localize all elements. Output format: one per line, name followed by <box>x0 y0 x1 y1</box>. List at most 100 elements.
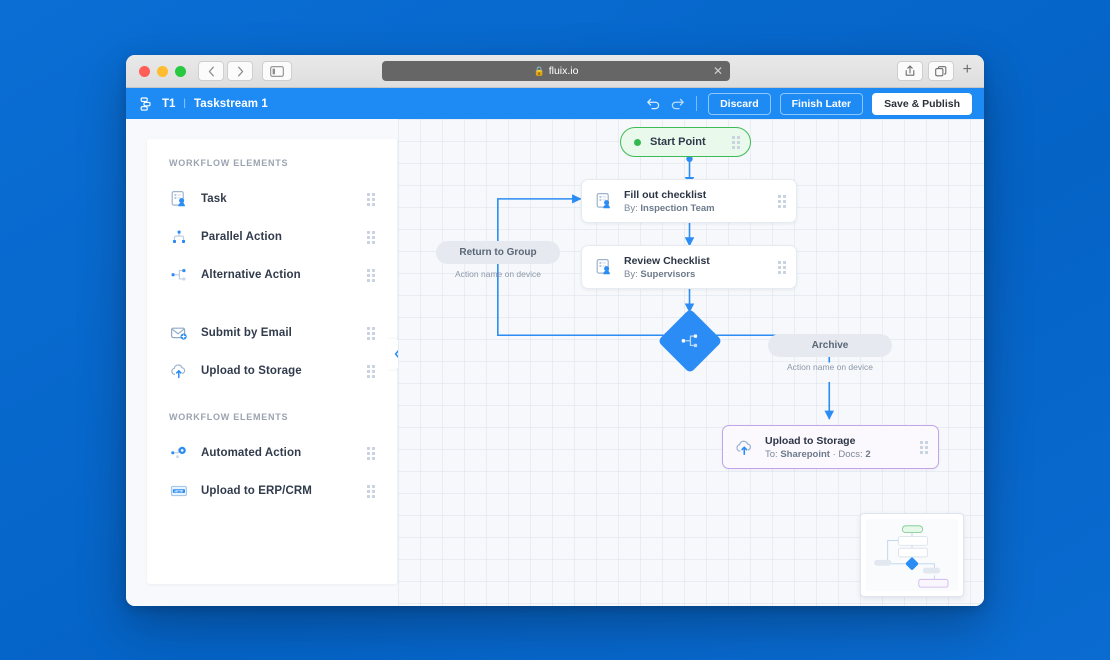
drag-handle-icon[interactable] <box>367 326 375 340</box>
upload-to-value: Sharepoint <box>780 448 830 460</box>
subtitle-separator: · <box>832 448 836 460</box>
back-button[interactable] <box>198 61 224 81</box>
palette-item-parallel-action[interactable]: Parallel Action <box>147 218 397 256</box>
undo-button[interactable] <box>646 97 661 110</box>
breadcrumb: T1 | Taskstream 1 <box>140 96 268 111</box>
node-title: Review Checklist <box>624 254 710 267</box>
minimap-canvas <box>866 519 958 591</box>
drag-handle-icon[interactable] <box>367 230 375 244</box>
node-subtitle-prefix: By: <box>624 202 638 214</box>
url-text: fluix.io <box>548 65 579 77</box>
drag-handle-icon[interactable] <box>367 364 375 378</box>
upload-docs-value: 2 <box>865 448 871 460</box>
forward-button[interactable] <box>227 61 253 81</box>
breadcrumb-id[interactable]: T1 <box>162 97 176 110</box>
branch-caption: Action name on device <box>455 269 541 279</box>
undo-icon <box>647 98 660 110</box>
drag-handle-icon[interactable] <box>367 446 375 460</box>
share-button[interactable] <box>896 61 923 81</box>
alternative-action-icon <box>680 331 700 351</box>
palette-item-alternative-action[interactable]: Alternative Action <box>147 256 397 294</box>
node-alternative-decision[interactable] <box>657 308 723 374</box>
share-icon <box>905 65 915 76</box>
close-window-button[interactable] <box>139 65 150 77</box>
toolbar-divider <box>696 96 698 111</box>
drag-handle-icon[interactable] <box>920 440 928 454</box>
sidebar-toggle-icon <box>270 65 284 77</box>
palette-item-label: Task <box>201 193 227 205</box>
sidebar-toggle-button[interactable] <box>262 61 292 81</box>
cloud-upload-icon <box>735 438 754 457</box>
node-subtitle-prefix: By: <box>624 268 638 280</box>
parallel-action-icon <box>169 228 188 247</box>
breadcrumb-name[interactable]: Taskstream 1 <box>194 97 268 110</box>
palette-item-label: Parallel Action <box>201 231 282 243</box>
node-upload-to-storage[interactable]: Upload to Storage To: Sharepoint · Docs:… <box>722 425 939 469</box>
branch-return-to-group[interactable]: Return to Group Action name on device <box>436 241 560 279</box>
automated-action-gear-icon <box>169 444 188 463</box>
start-point-label: Start Point <box>650 136 706 148</box>
http-badge-icon: HTTP <box>169 482 188 501</box>
palette-item-label: Submit by Email <box>201 327 292 339</box>
node-fill-out-checklist[interactable]: Fill out checklist By: Inspection Team <box>581 179 797 223</box>
palette-item-submit-by-email[interactable]: Submit by Email <box>147 314 397 352</box>
node-review-checklist[interactable]: Review Checklist By: Supervisors <box>581 245 797 289</box>
branch-label[interactable]: Return to Group <box>436 241 560 264</box>
branch-caption: Action name on device <box>787 362 873 372</box>
branch-label[interactable]: Archive <box>768 334 892 357</box>
node-subtitle-value: Supervisors <box>640 268 696 280</box>
branch-archive[interactable]: Archive Action name on device <box>768 334 892 372</box>
email-submit-icon <box>169 324 188 343</box>
minimize-window-button[interactable] <box>157 65 168 77</box>
sidebar-group-title-2: WORKFLOW ELEMENTS <box>169 412 289 422</box>
node-subtitle-value: Inspection Team <box>640 202 715 214</box>
task-checklist-person-icon <box>169 190 188 209</box>
palette-item-label: Upload to ERP/CRM <box>201 485 312 497</box>
tab-overview-icon <box>934 65 947 76</box>
stacked-layers-icon <box>140 96 151 111</box>
sidebar-spacer <box>147 294 397 314</box>
node-title: Upload to Storage <box>765 434 856 447</box>
drag-handle-icon[interactable] <box>778 194 786 208</box>
palette-item-upload-to-storage[interactable]: Upload to Storage <box>147 352 397 390</box>
discard-button[interactable]: Discard <box>708 92 771 115</box>
palette-item-label: Upload to Storage <box>201 365 302 377</box>
maximize-window-button[interactable] <box>175 65 186 77</box>
sidebar-group-title-1: WORKFLOW ELEMENTS <box>169 158 289 168</box>
browser-toolbar-right: + <box>896 61 976 81</box>
cloud-upload-icon <box>169 362 188 381</box>
alternative-action-icon <box>169 266 188 285</box>
browser-titlebar: 🔒 fluix.io ✕ + <box>126 55 984 88</box>
chevron-left-icon <box>394 349 400 359</box>
save-publish-button[interactable]: Save & Publish <box>872 92 972 115</box>
app-header: T1 | Taskstream 1 Discard Finish Later S… <box>126 88 984 119</box>
redo-button[interactable] <box>670 97 685 110</box>
palette-item-task[interactable]: Task <box>147 180 397 218</box>
palette-item-upload-to-erp-crm[interactable]: HTTP Upload to ERP/CRM <box>147 472 397 510</box>
task-checklist-person-icon <box>594 258 613 277</box>
node-subtitle: To: Sharepoint · Docs: 2 <box>765 449 871 460</box>
breadcrumb-separator: | <box>183 98 187 109</box>
close-tab-button[interactable]: ✕ <box>712 64 723 78</box>
drag-handle-icon[interactable] <box>367 192 375 206</box>
minimap[interactable] <box>860 513 964 597</box>
palette-item-label: Alternative Action <box>201 269 301 281</box>
workflow-canvas[interactable]: Start Point <box>398 119 984 606</box>
minimap-preview <box>874 525 949 588</box>
sidebar-spacer-2 <box>147 390 397 412</box>
new-tab-button[interactable]: + <box>962 61 972 78</box>
task-checklist-person-icon <box>594 192 613 211</box>
drag-handle-icon[interactable] <box>367 268 375 282</box>
upload-docs-label: Docs: <box>838 448 863 460</box>
redo-icon <box>671 98 684 110</box>
start-dot-icon <box>634 138 641 146</box>
chevron-right-icon <box>237 66 243 76</box>
palette-item-automated-action[interactable]: Automated Action <box>147 434 397 472</box>
finish-later-button[interactable]: Finish Later <box>779 92 864 115</box>
address-bar[interactable]: 🔒 fluix.io ✕ <box>382 61 730 81</box>
drag-handle-icon[interactable] <box>778 260 786 274</box>
drag-handle-icon[interactable] <box>367 484 375 498</box>
tab-overview-button[interactable] <box>927 61 954 81</box>
drag-handle-icon[interactable] <box>732 135 740 149</box>
node-start-point[interactable]: Start Point <box>620 127 751 157</box>
